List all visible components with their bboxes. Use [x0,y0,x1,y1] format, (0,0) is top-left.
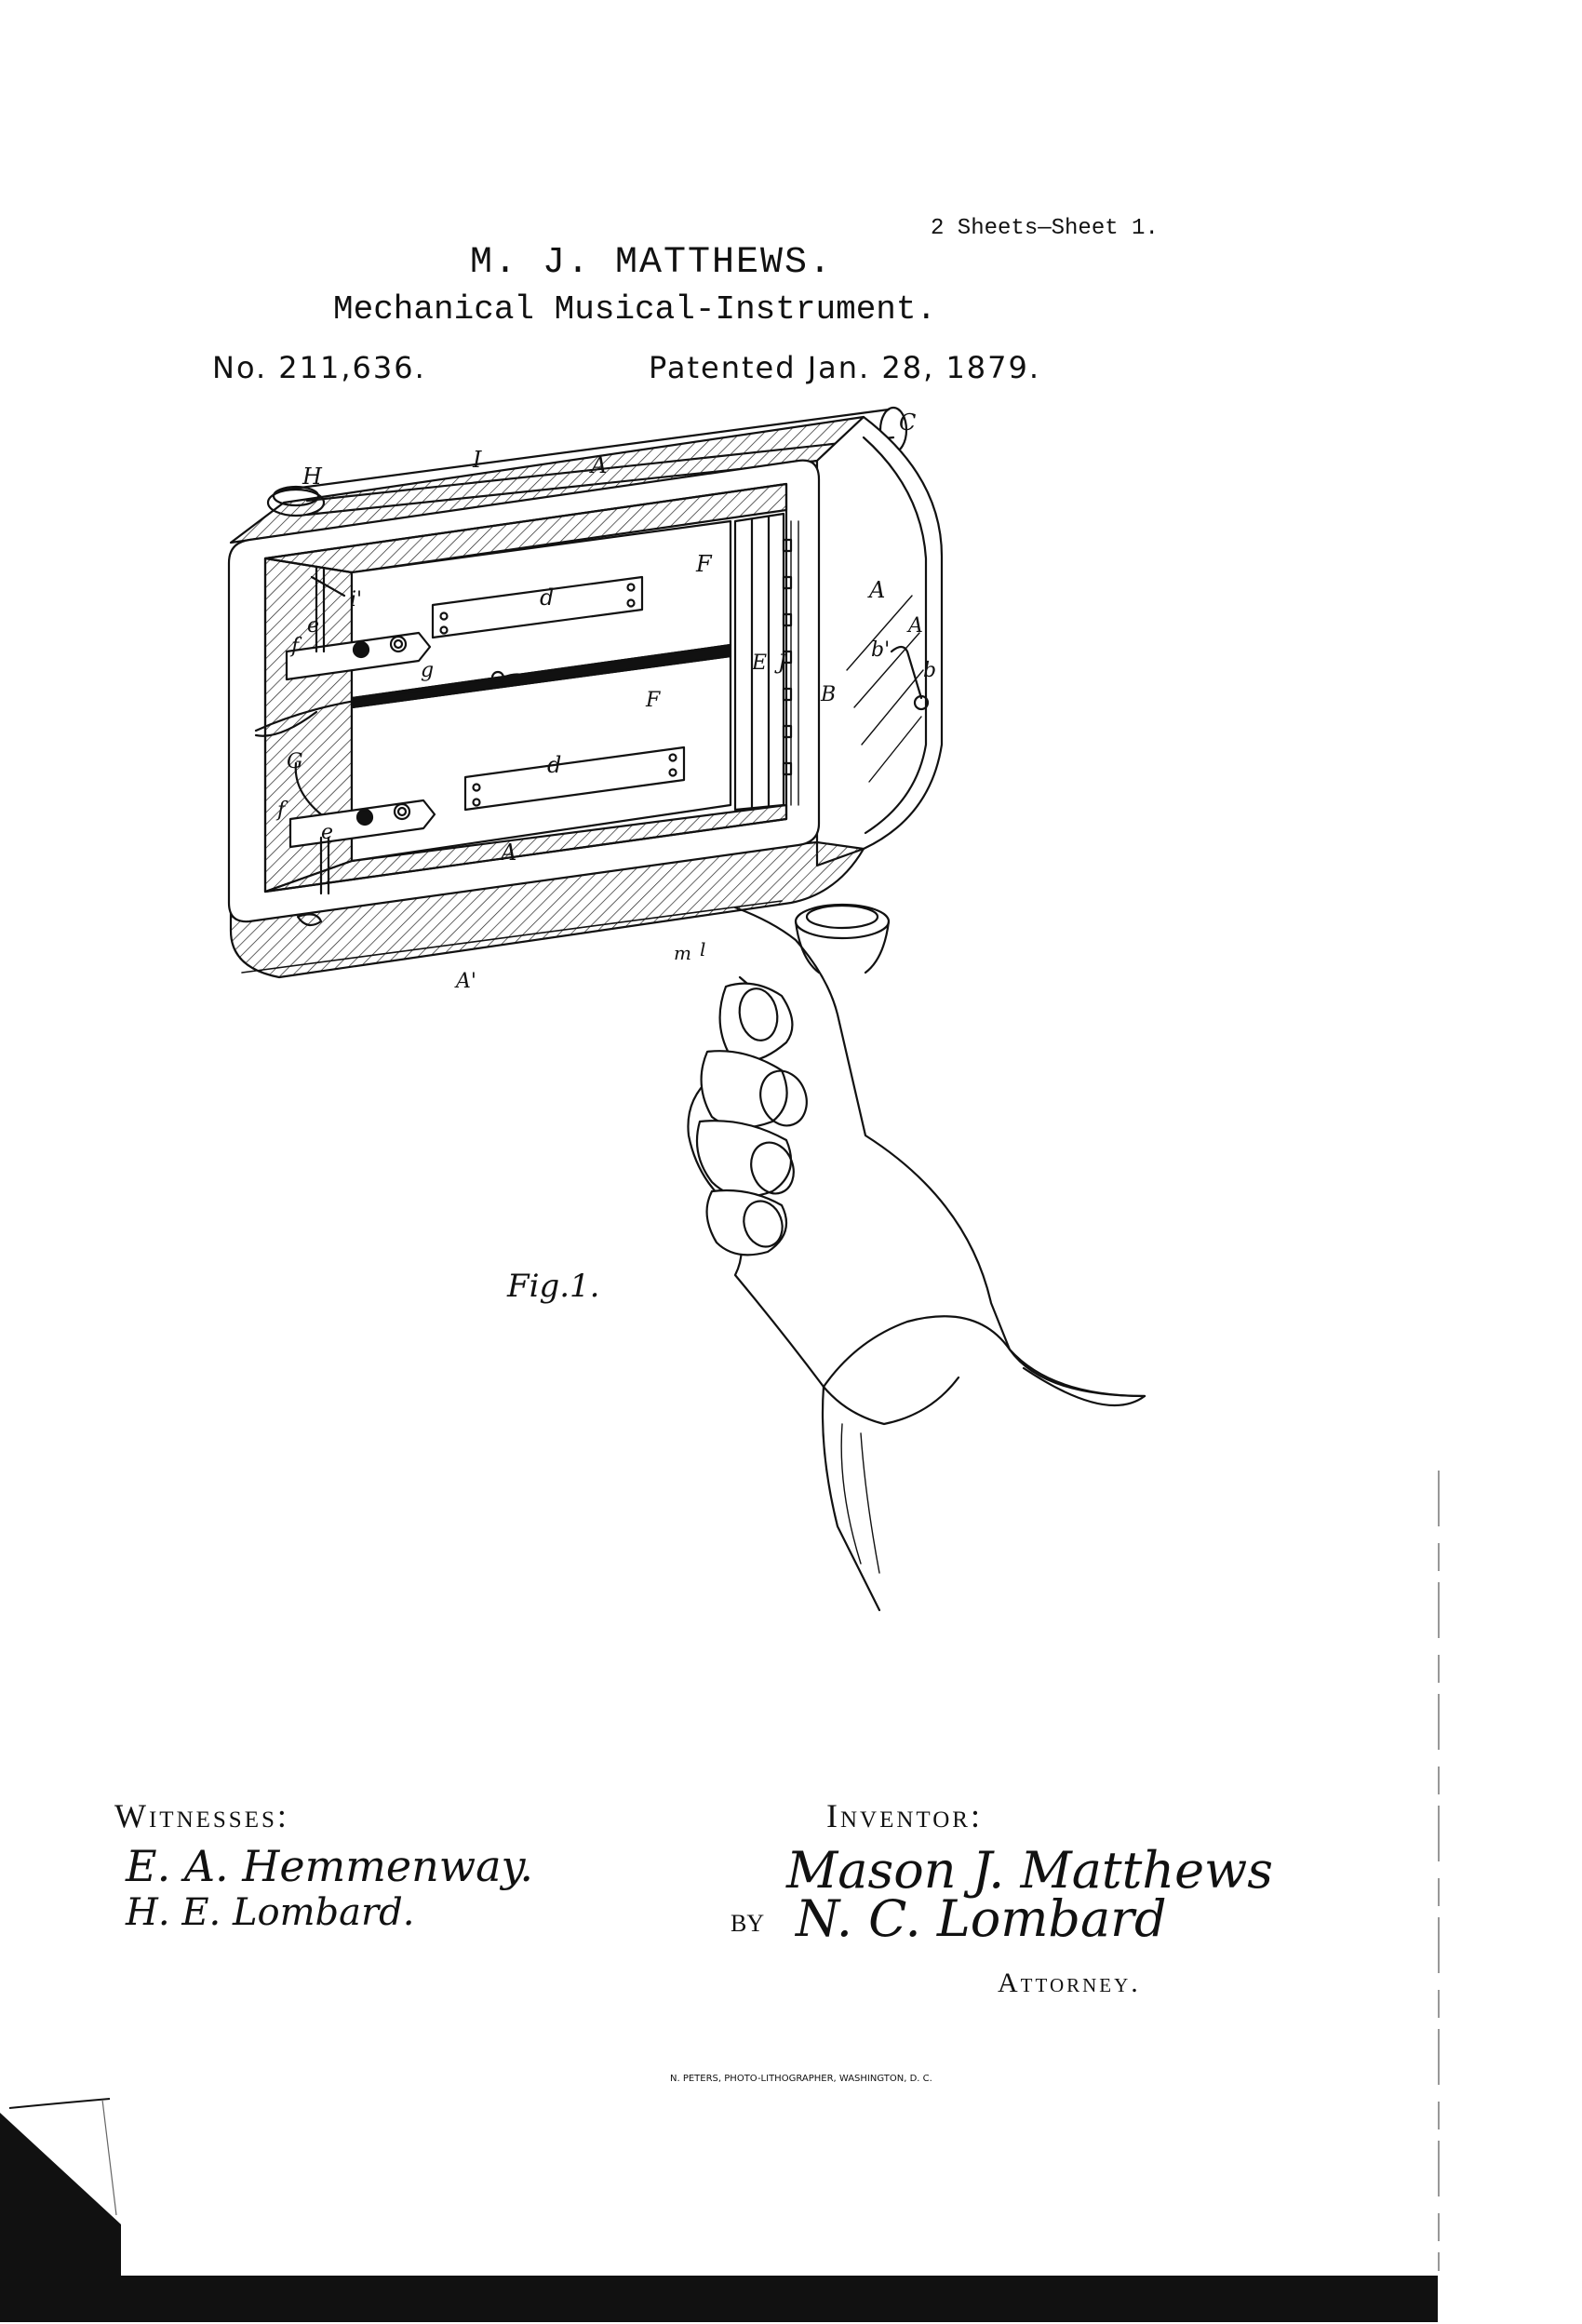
inventor-name-heading: M. J. MATTHEWS. [470,242,834,284]
finger-2 [700,1050,788,1129]
label-a-prime-right: A' [908,614,929,638]
plate-d-upper [431,575,644,639]
witness-signature-2: H. E. Lombard. [126,1891,415,1934]
label-i-prime: i' [350,588,363,611]
box-bottom-face [229,840,865,979]
witness-signature-1: E. A. Hemmenway. [126,1841,534,1891]
scan-bottom-edge [0,2276,1438,2322]
label-f-lever-lower: f [277,799,286,822]
figure-caption: Fig.1. [507,1268,600,1305]
label-i: I [473,447,482,473]
box-right-side [815,415,944,867]
cuff [822,1315,1146,1398]
scan-corner-shadow [0,2113,121,2276]
screw-b [890,645,923,700]
attorney-signature: N. C. Lombard [796,1889,1167,1948]
label-e-roll: E [752,652,768,675]
finger-3 [695,1120,793,1198]
label-j: J [778,652,786,675]
label-f-upper-plate: F [696,551,712,577]
label-a-top: A [591,452,608,478]
label-h: H [302,463,322,490]
label-l: l [700,938,706,960]
label-m: m [674,942,691,964]
music-roll [733,512,785,812]
wire-g [254,673,532,732]
label-b-roll: B [821,683,837,706]
label-e-upper: e [307,614,320,638]
label-f-lower-plate: F [646,689,661,712]
label-b-prime: b' [871,638,891,662]
label-d-bottom: d [547,752,562,778]
label-c: C [899,410,917,436]
label-g: g [421,659,435,682]
belt-top [277,408,891,492]
inventor-heading: Inventor: [826,1797,983,1834]
patented-date: Patented Jan. 28, 1879. [649,350,1041,385]
finger-4 [705,1189,788,1256]
plate-d-lower [463,746,686,812]
attorney-label: Attorney. [998,1968,1141,1998]
label-a-bottom: A [501,840,517,866]
label-a-right: A [869,577,886,603]
label-b: b [923,659,937,682]
sheet-count: 2 Sheets—Sheet 1. [931,216,1159,241]
label-e-lower: e [321,821,334,844]
label-a-prime-bottom: A' [456,970,476,993]
sleeve [821,1366,1146,1612]
label-f-lever-upper: f [291,635,300,658]
witnesses-heading: Witnesses: [114,1797,289,1834]
patent-number: No. 211,636. [212,350,426,385]
finger-1 [718,982,794,1063]
lithographer-imprint: N. PETERS, PHOTO-LITHOGRAPHER, WASHINGTO… [670,2074,932,2084]
by-label: BY [731,1910,765,1937]
label-g-crank: G [287,750,303,773]
patent-title: Mechanical Musical-Instrument. [333,290,937,329]
inventor-signature: Mason J. Matthews [786,1841,1273,1900]
reed-slot [350,643,732,709]
label-d-top: d [540,584,555,611]
